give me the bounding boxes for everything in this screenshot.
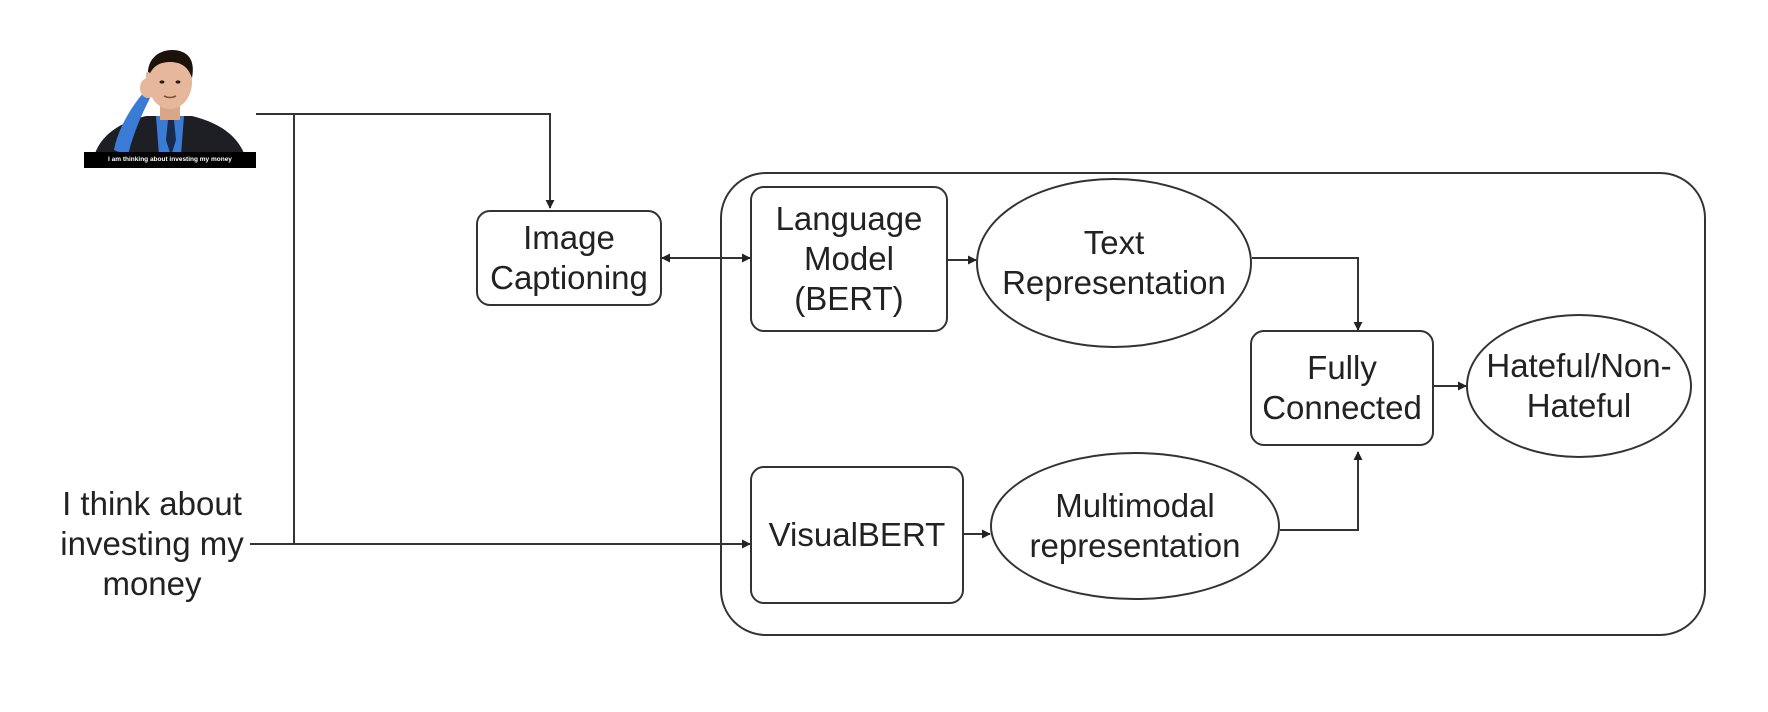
meme-caption: I am thinking about investing my money [84, 152, 256, 168]
input-text: I think about investing my money [60, 484, 244, 603]
fully-connected-node: Fully Connected [1250, 330, 1434, 446]
language-model-node: Language Model (BERT) [750, 186, 948, 332]
edge-image-to-captioning [256, 113, 555, 209]
image-captioning-node: Image Captioning [476, 210, 662, 306]
text-representation-node: Text Representation [976, 178, 1252, 348]
output-classification-node: Hateful/Non- Hateful [1466, 314, 1692, 458]
meme-image: I am thinking about investing my money [84, 44, 256, 168]
visualbert-node: VisualBERT [750, 466, 964, 604]
edge-text-rep-to-fc [1252, 257, 1363, 331]
model-container [720, 172, 1706, 636]
man-thinking-illustration [84, 44, 256, 168]
edge-multimodal-to-fc [1280, 451, 1363, 531]
multimodal-representation-node: Multimodal representation [990, 452, 1280, 600]
